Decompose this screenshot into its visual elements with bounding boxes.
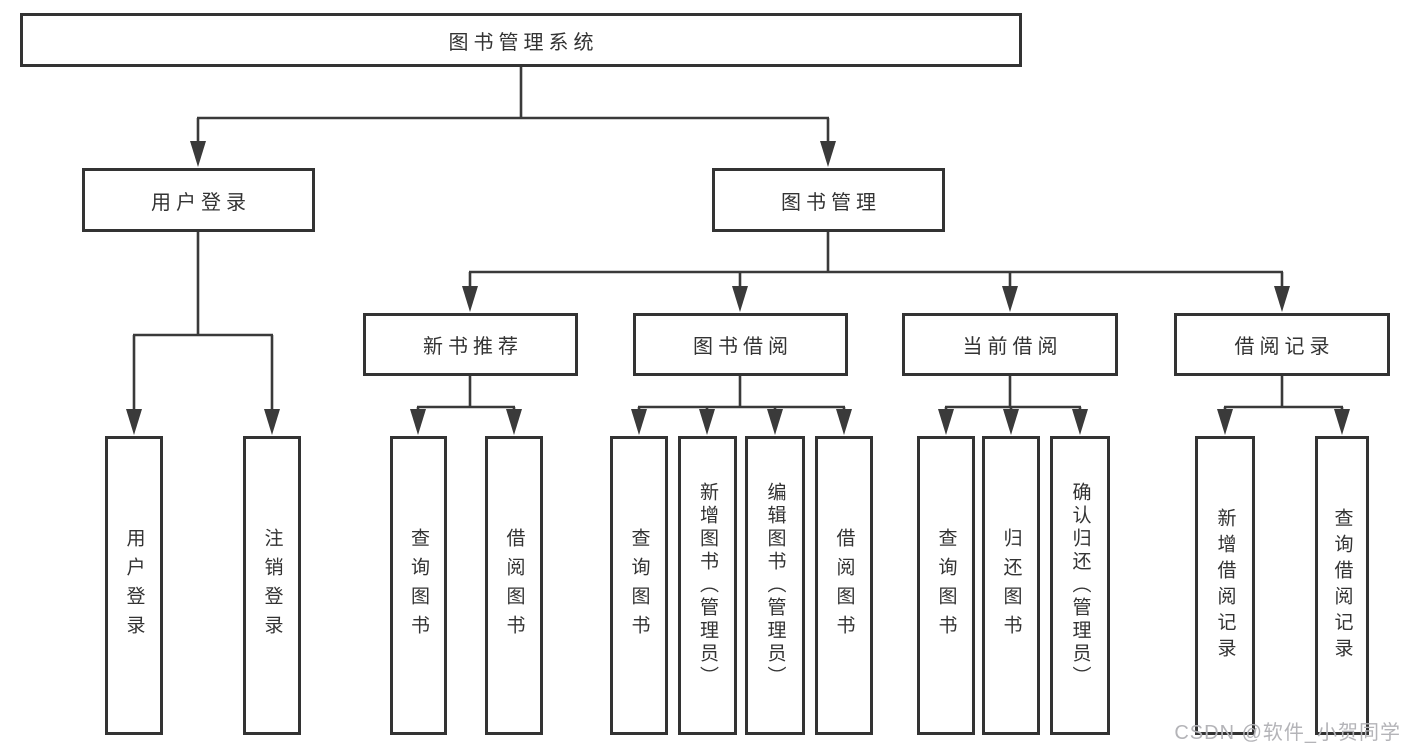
node-book-management: 图书管理 xyxy=(712,168,945,232)
leaf-borrow-books: 借阅图书 xyxy=(815,436,873,735)
node-book-borrowing: 图书借阅 xyxy=(633,313,848,376)
node-label: 图书借阅 xyxy=(693,336,793,358)
node-borrowing-records: 借阅记录 xyxy=(1174,313,1390,376)
leaf-label: 查询图书 xyxy=(408,527,429,644)
leaf-label: 编辑图书（管理员） xyxy=(764,482,786,689)
leaf-label: 查询借阅记录 xyxy=(1331,507,1353,664)
leaf-label: 归还图书 xyxy=(1000,527,1022,644)
leaf-label: 用户登录 xyxy=(123,527,145,644)
node-user-login: 用户登录 xyxy=(82,168,315,232)
csdn-watermark: CSDN @软件_小贺同学 xyxy=(1174,722,1401,744)
leaf-borrow-books-newbook: 借阅图书 xyxy=(485,436,543,735)
leaf-logout: 注销登录 xyxy=(243,436,301,735)
leaf-edit-books-admin: 编辑图书（管理员） xyxy=(745,436,805,735)
node-label: 图书管理系统 xyxy=(448,31,599,54)
leaf-query-books-newbook: 查询图书 xyxy=(390,436,447,735)
leaf-query-books-borrow: 查询图书 xyxy=(610,436,668,735)
leaf-label: 借阅图书 xyxy=(833,527,855,644)
leaf-add-borrow-record: 新增借阅记录 xyxy=(1195,436,1255,735)
leaf-return-books: 归还图书 xyxy=(982,436,1040,735)
leaf-label: 查询图书 xyxy=(628,527,650,644)
node-library-management-system: 图书管理系统 xyxy=(20,13,1022,67)
node-label: 当前借阅 xyxy=(962,336,1063,358)
node-label: 新书推荐 xyxy=(423,336,523,358)
leaf-query-books-current: 查询图书 xyxy=(917,436,975,735)
arrowheads xyxy=(126,141,1350,435)
leaf-label: 查询图书 xyxy=(935,527,957,644)
leaf-label: 新增图书（管理员） xyxy=(697,482,718,689)
leaf-confirm-return-admin: 确认归还（管理员） xyxy=(1050,436,1110,735)
leaf-label: 注销登录 xyxy=(261,527,283,644)
leaf-label: 确认归还（管理员） xyxy=(1069,482,1091,689)
node-label: 借阅记录 xyxy=(1234,336,1335,358)
leaf-query-borrow-record: 查询借阅记录 xyxy=(1315,436,1369,735)
leaf-user-login: 用户登录 xyxy=(105,436,163,735)
leaf-add-books-admin: 新增图书（管理员） xyxy=(678,436,737,735)
leaf-label: 新增借阅记录 xyxy=(1214,507,1236,664)
node-new-book-recommend: 新书推荐 xyxy=(363,313,578,376)
node-current-borrowing: 当前借阅 xyxy=(902,313,1118,376)
leaf-label: 借阅图书 xyxy=(503,527,525,644)
node-label: 用户登录 xyxy=(151,191,251,214)
node-label: 图书管理 xyxy=(781,191,881,214)
